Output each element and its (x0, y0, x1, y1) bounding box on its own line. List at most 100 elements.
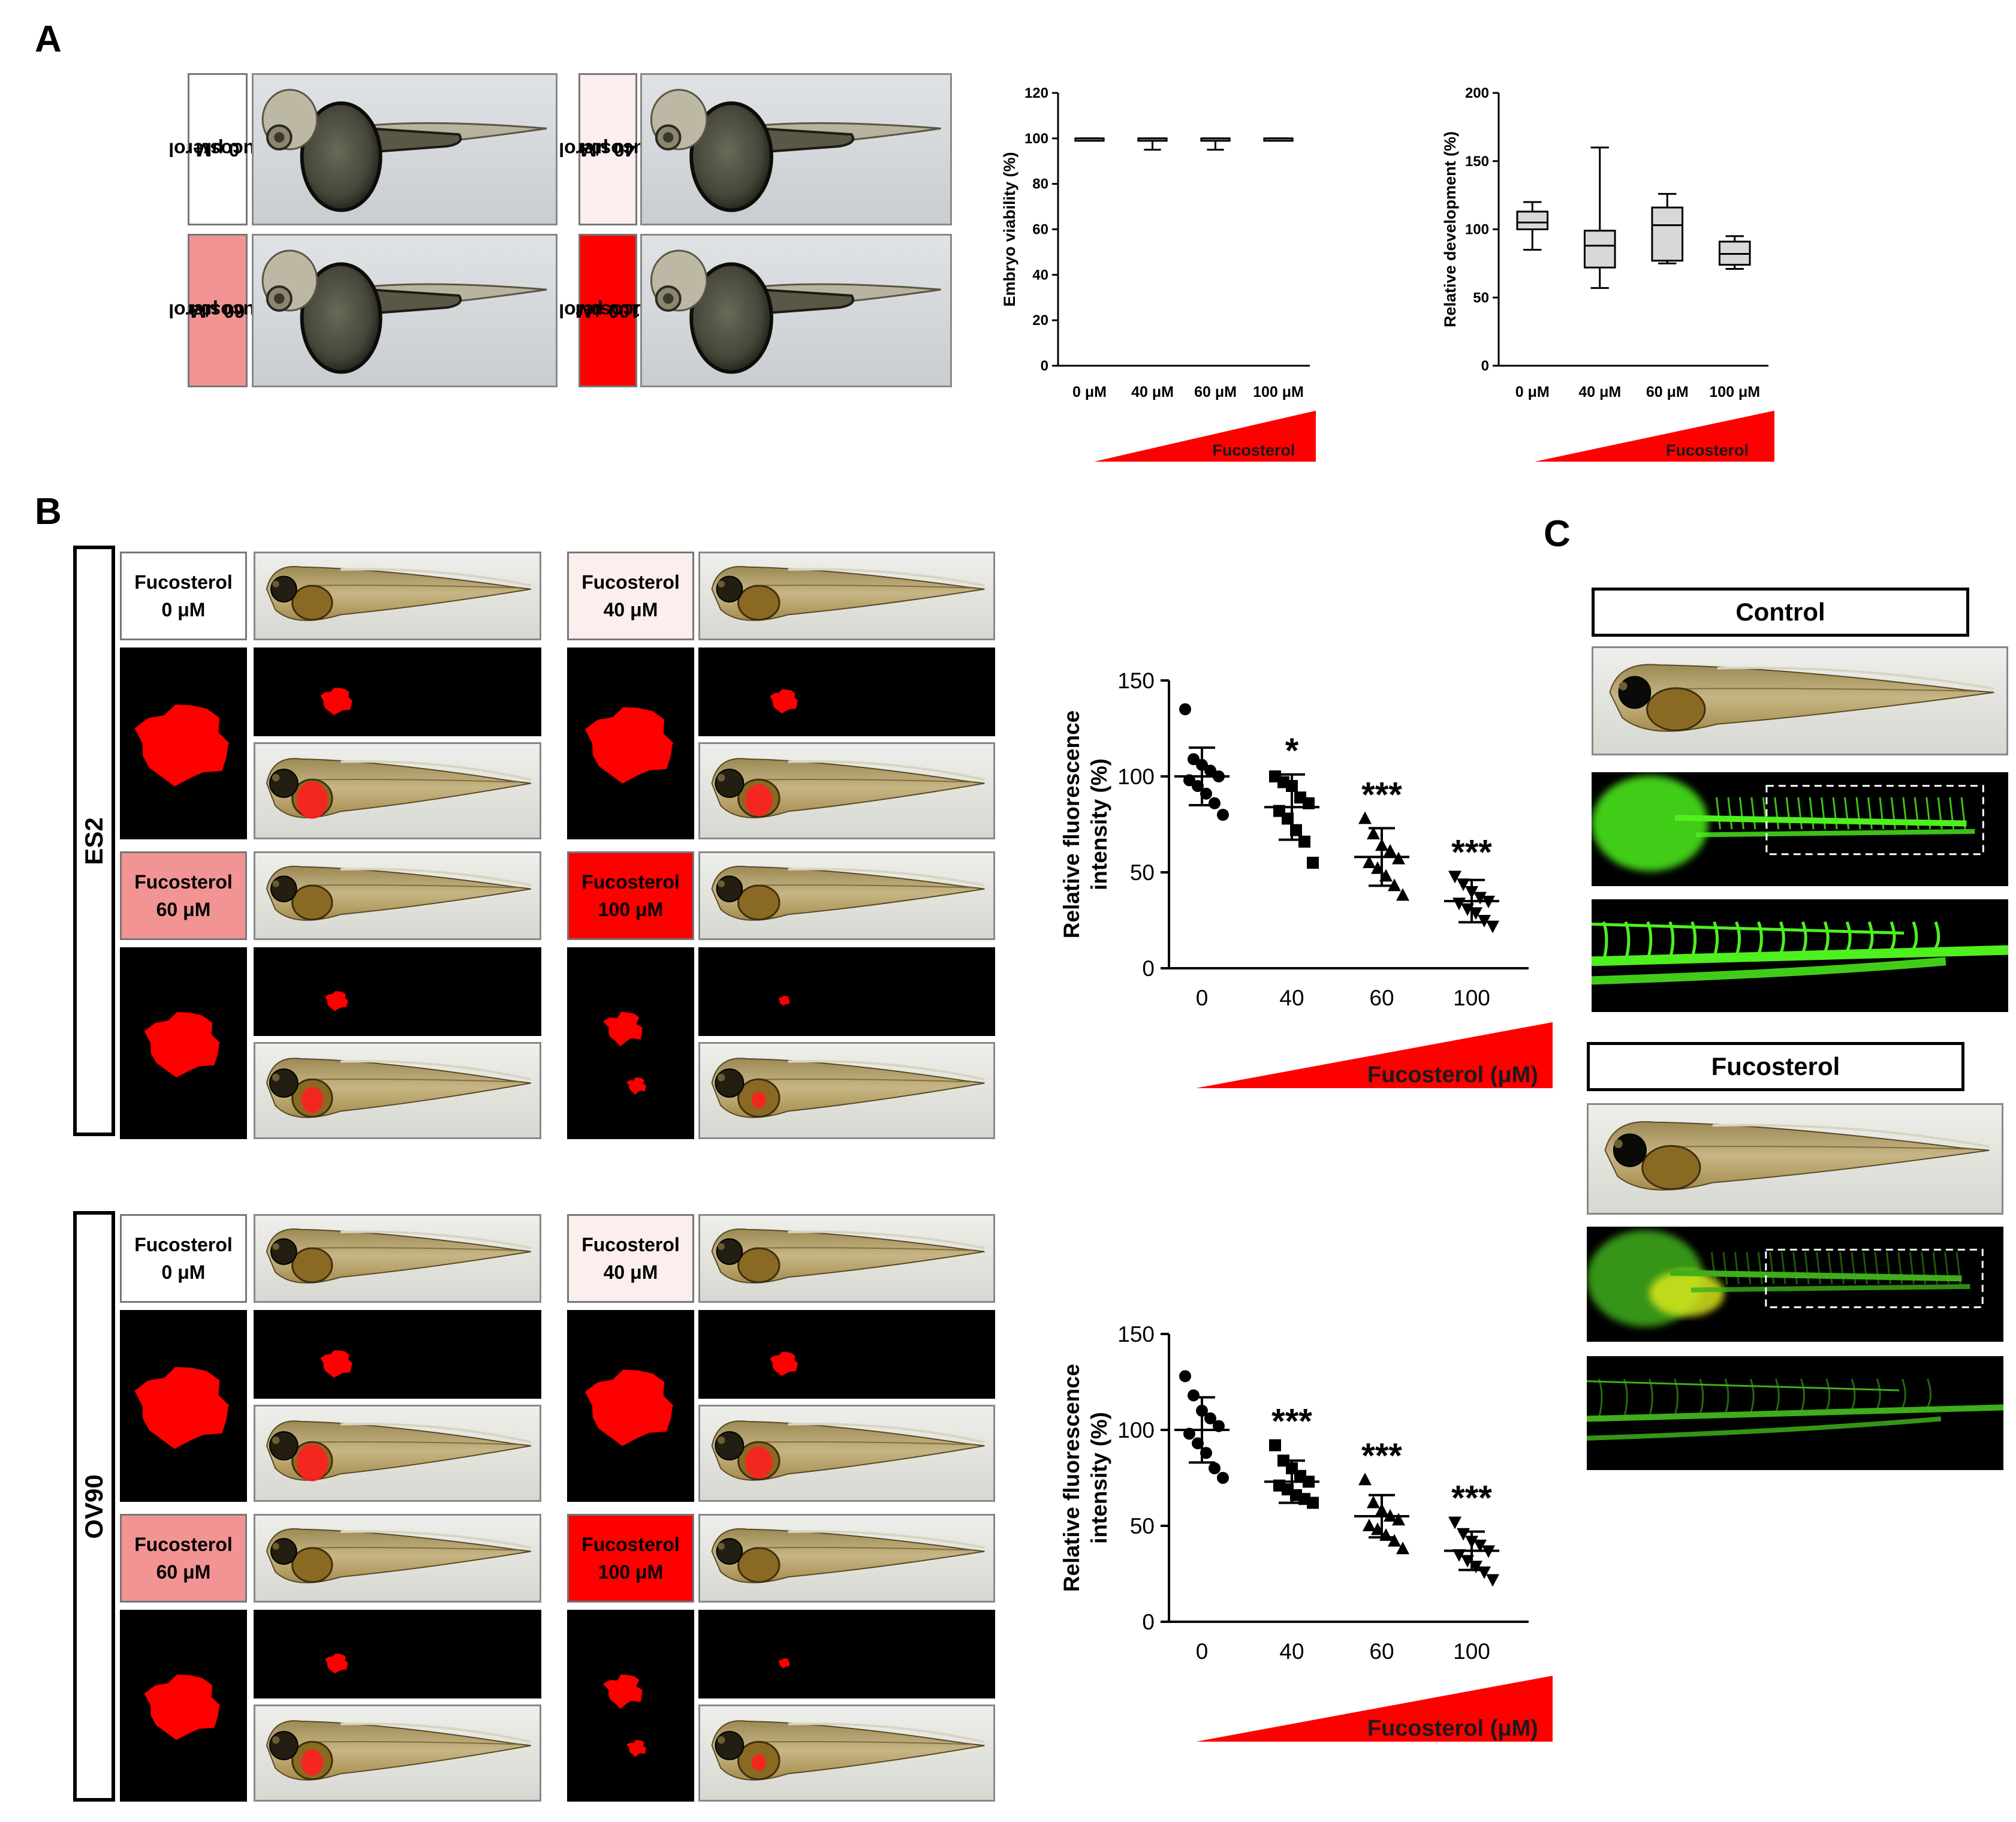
y-tick-label: 100 (1117, 764, 1155, 789)
tumor-fragment (626, 1740, 647, 1757)
intersegmental-vessel-zoom (1623, 1378, 1628, 1419)
y-tick-label: 20 (1032, 312, 1048, 329)
tumor-mass (134, 704, 230, 787)
larva-drawing (255, 1044, 540, 1137)
tumor-fluorescence-drawing (770, 689, 798, 714)
larva-drawing (700, 1216, 993, 1301)
significance-stars: *** (1361, 1436, 1402, 1475)
larva-eye-highlight (272, 1436, 280, 1444)
larva-fluorescence-ov90-100uM (698, 1610, 995, 1698)
y-tick-label: 40 (1032, 267, 1048, 283)
intersegmental-vessel-zoom (1845, 921, 1852, 952)
larva-brightfield-es2-60uM (254, 851, 541, 940)
vessel-drawing (1587, 1230, 1984, 1327)
larva-eye (716, 1238, 743, 1265)
tumor-spot (325, 1654, 348, 1674)
y-tick-label: 150 (1117, 1322, 1155, 1347)
label-line-compound: Fucosterol (134, 1233, 233, 1255)
label-line-compound: Fucosterol (581, 871, 680, 893)
intersegmental-vessel (1890, 797, 1896, 830)
larva-body (266, 1420, 531, 1481)
larva-eye-highlight (272, 1073, 280, 1082)
x-tick-label: 40 (1279, 1639, 1304, 1664)
larva-eye (716, 875, 743, 902)
embryo-drawing (642, 75, 950, 224)
larva-eye-highlight (272, 580, 279, 588)
larva-eye (270, 576, 297, 603)
larva-fluorescence-es2-100uM (698, 947, 995, 1036)
y-tick-label: 0 (1041, 358, 1048, 374)
yolk-extension (367, 127, 462, 154)
fin-fold (788, 760, 985, 781)
data-point (1396, 1541, 1409, 1555)
fin-fold (788, 568, 985, 587)
fucosterol-label-es2-60uM: Fucosterol 60 μM (120, 851, 247, 940)
x-tick-label: 40 (1279, 986, 1304, 1010)
intersegmental-vessel (1944, 1252, 1950, 1285)
larva-eye-highlight (1619, 682, 1628, 691)
larva-drawing (255, 1706, 540, 1800)
intersegmental-vessel-zoom (1934, 921, 1940, 949)
larva-eye-highlight (718, 1543, 725, 1550)
dorsal-aorta-zoom (1587, 1404, 2003, 1422)
embryo-photo-100uM (640, 234, 952, 387)
intersegmental-vessel (1867, 797, 1873, 830)
notochord (306, 1247, 520, 1251)
label-line-dose: 60 μM (156, 899, 211, 920)
tumor-spot (320, 688, 352, 715)
larva-eye (270, 875, 297, 902)
larva-merge-es2-100uM (698, 1042, 995, 1139)
intersegmental-vessel-zoom (1624, 921, 1631, 961)
larva-drawing (255, 1407, 540, 1500)
yolk-autofluorescence (1649, 1270, 1725, 1317)
larva-yolk (291, 1547, 333, 1583)
intersegmental-vessel (1851, 1252, 1857, 1285)
intersegmental-vessel (1722, 1252, 1728, 1285)
larva-eye (1618, 676, 1652, 709)
intersegmental-vessel (1797, 797, 1803, 830)
intersegmental-vessel-zoom (1779, 921, 1785, 955)
y-axis-label: Relative fluorescence (1059, 1364, 1084, 1592)
notochord (753, 1441, 973, 1445)
intersegmental-vessel-zoom (1674, 1378, 1679, 1417)
fucosterol-brightfield-photo (1587, 1103, 2003, 1215)
intersegmental-vessel (1902, 797, 1908, 830)
y-tick-label: 150 (1117, 668, 1155, 693)
tumor-overlay (296, 1444, 328, 1481)
cardinal-vein-zoom (1592, 957, 1946, 985)
data-point (1188, 753, 1200, 766)
y-tick-label: 50 (1130, 860, 1155, 885)
intersegmental-vessel (1780, 1252, 1786, 1285)
intersegmental-vessel (1809, 797, 1815, 830)
wedge-label: Fucosterol (1666, 441, 1749, 459)
notochord (753, 1547, 973, 1551)
label-line-dose: 100 μM (598, 1561, 664, 1583)
fin-fold (788, 1230, 985, 1249)
embryo-pupil (274, 293, 285, 304)
control-vessel-zoom (1592, 899, 2008, 1012)
intersegmental-vessel (1827, 1252, 1833, 1285)
intersegmental-vessel-zoom (1800, 1378, 1806, 1413)
control-brightfield-photo (1592, 646, 2008, 755)
data-point (1392, 1513, 1405, 1526)
larva-drawing (1589, 1105, 2002, 1213)
larva-body (1604, 1121, 1990, 1191)
larva-yolk (737, 884, 781, 921)
intersegmental-vessel (1804, 1252, 1810, 1285)
intersegmental-vessel (1855, 797, 1861, 830)
larva-body (266, 566, 531, 621)
data-point (1448, 1516, 1461, 1529)
label-line-compound: Fucosterol (134, 871, 233, 893)
tumor-overlay (296, 781, 328, 819)
embryo-drawing (254, 75, 556, 224)
tumor-fluorescence-drawing (778, 996, 790, 1006)
box-iqr (1651, 206, 1684, 262)
x-tick-label: 100 (1453, 1639, 1490, 1664)
larva-brightfield-ov90-0uM (254, 1214, 541, 1303)
notochord (753, 1079, 973, 1083)
intersegmental-vessel-zoom (1757, 921, 1763, 956)
